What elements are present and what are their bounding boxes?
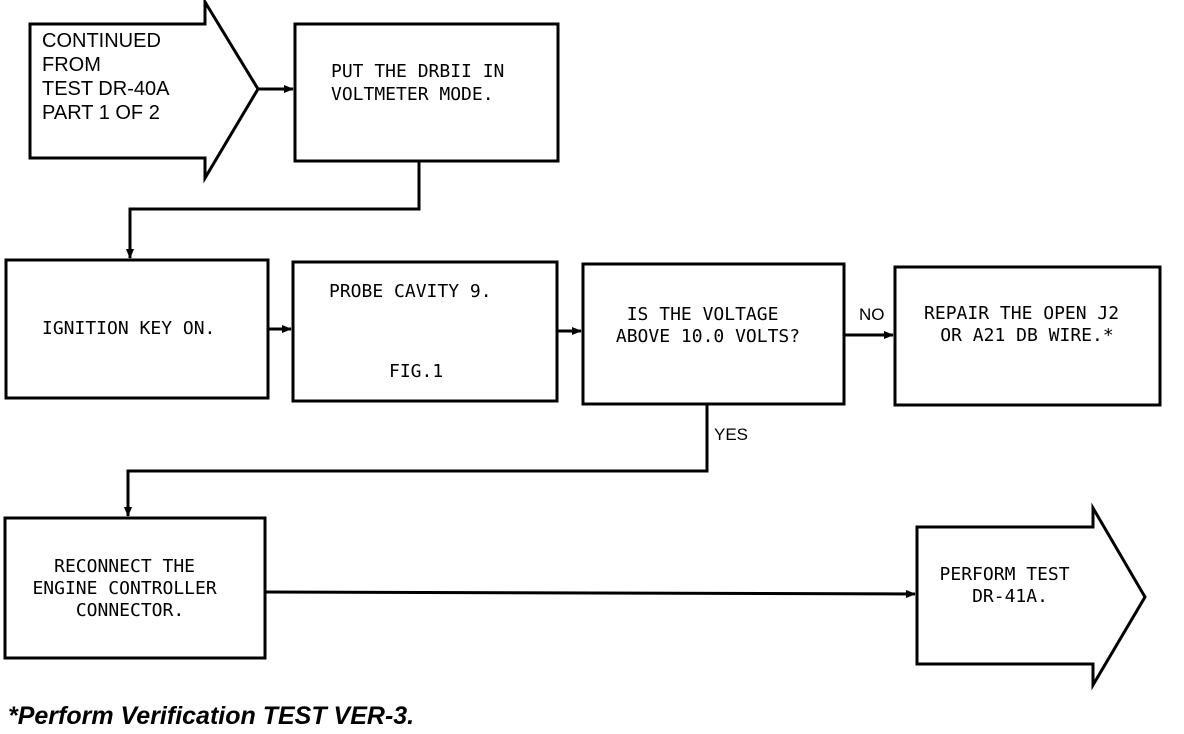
- end-arrow-perform-test: PERFORM TEST DR-41A.: [915, 502, 1147, 691]
- step-ignition-key-on: IGNITION KEY ON.: [4, 258, 270, 400]
- decision-line-2: ABOVE 10.0 VOLTS?: [616, 326, 800, 347]
- edge-label-no: NO: [859, 305, 885, 324]
- connector-drbii-to-ignition: [126, 161, 421, 259]
- end-line-2: DR-41A.: [972, 586, 1048, 607]
- step-reconnect-text: RECONNECT THE ENGINE CONTROLLER CONNECTO…: [32, 556, 227, 621]
- decision-line-1: IS THE VOLTAGE: [627, 304, 779, 325]
- end-text: PERFORM TEST DR-41A.: [940, 564, 1081, 607]
- decision-voltage-check: IS THE VOLTAGE ABOVE 10.0 VOLTS?: [581, 262, 846, 406]
- step-drbii-text: PUT THE DRBII IN VOLTMETER MODE.: [331, 61, 515, 105]
- step-repair-line-1: REPAIR THE OPEN J2: [924, 303, 1119, 324]
- start-text: CONTINUED FROM TEST DR-40A PART 1 OF 2: [42, 30, 174, 124]
- connector-decision-to-reconnect: [124, 404, 709, 517]
- connector-reconnect-to-end: [264, 589, 916, 598]
- step-reconnect-controller: RECONNECT THE ENGINE CONTROLLER CONNECTO…: [3, 516, 267, 660]
- start-line-4: PART 1 OF 2: [42, 102, 160, 124]
- step-probe-figure-ref: FIG.1: [389, 361, 443, 382]
- start-arrow-continued: CONTINUED FROM TEST DR-40A PART 1 OF 2: [28, 0, 260, 184]
- start-line-2: FROM: [42, 54, 101, 76]
- footnote-verification: *Perform Verification TEST VER-3.: [8, 702, 415, 730]
- step-reconnect-line-2: ENGINE CONTROLLER: [32, 578, 216, 599]
- edge-label-yes: YES: [714, 425, 748, 444]
- step-reconnect-line-1: RECONNECT THE: [54, 556, 195, 577]
- start-line-3: TEST DR-40A: [42, 78, 170, 100]
- step-probe-text: PROBE CAVITY 9.: [329, 281, 492, 302]
- end-line-1: PERFORM TEST: [940, 564, 1070, 585]
- step-reconnect-line-3: CONNECTOR.: [76, 600, 184, 621]
- decision-text: IS THE VOLTAGE ABOVE 10.0 VOLTS?: [616, 304, 800, 347]
- step-repair-line-2: OR A21 DB WIRE.*: [940, 325, 1113, 346]
- step-ignition-text: IGNITION KEY ON.: [42, 318, 215, 339]
- step-drbii-line-1: PUT THE DRBII IN: [331, 61, 504, 82]
- step-drbii-voltmeter: PUT THE DRBII IN VOLTMETER MODE.: [293, 22, 560, 163]
- start-line-1: CONTINUED: [42, 30, 161, 52]
- step-repair-text: REPAIR THE OPEN J2 OR A21 DB WIRE.*: [924, 303, 1130, 346]
- step-repair-wire: REPAIR THE OPEN J2 OR A21 DB WIRE.*: [893, 265, 1162, 407]
- step-probe-cavity: PROBE CAVITY 9. FIG.1: [291, 260, 559, 403]
- step-drbii-line-2: VOLTMETER MODE.: [331, 84, 494, 105]
